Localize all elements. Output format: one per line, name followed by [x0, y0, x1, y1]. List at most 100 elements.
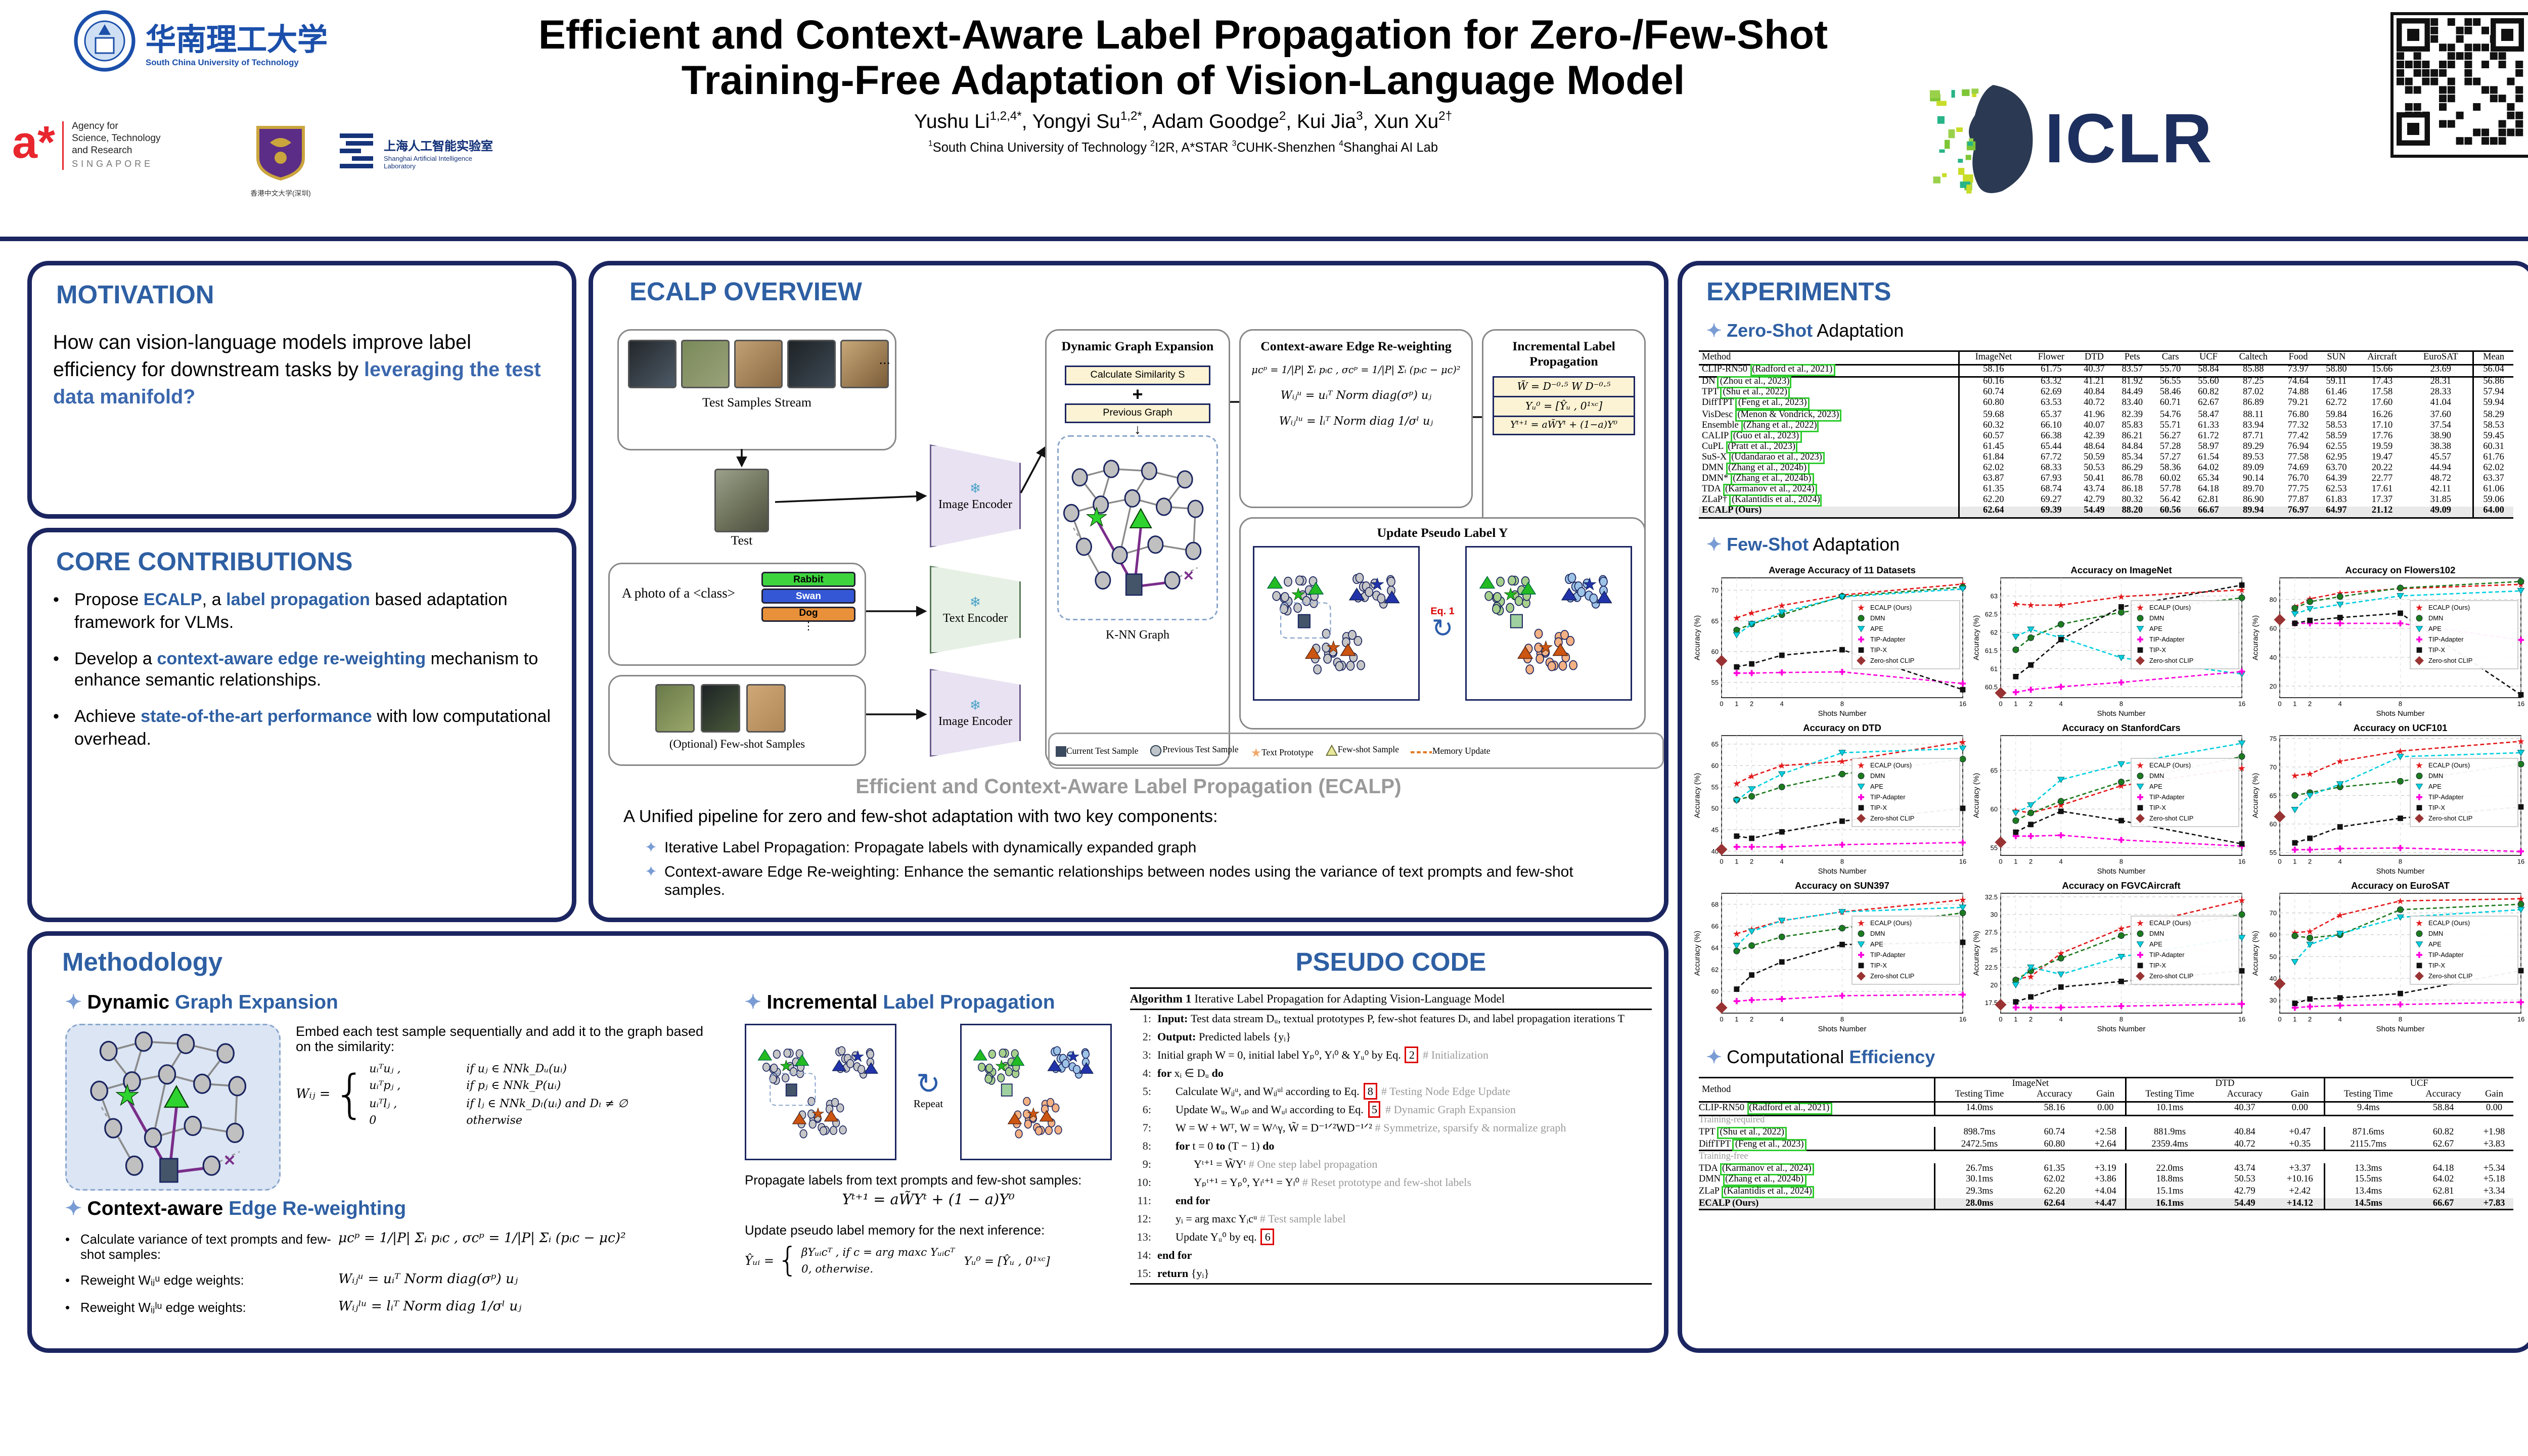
- cuhk-name: 香港中文大学(深圳): [250, 190, 311, 197]
- svg-text:Shots Number: Shots Number: [2097, 1025, 2146, 1033]
- contributions-list: •Propose ECALP, a label propagation base…: [53, 590, 554, 752]
- svg-text:60: 60: [1711, 762, 1719, 769]
- svg-text:8: 8: [2119, 857, 2123, 865]
- algorithm-title: Algorithm 1 Iterative Label Propagation …: [1130, 987, 1652, 1010]
- poster-title-line1: Efficient and Context-Aware Label Propag…: [538, 12, 1828, 58]
- contributions-box: CORE CONTRIBUTIONS •Propose ECALP, a lab…: [27, 528, 576, 922]
- svg-text:★: ★: [2238, 895, 2246, 905]
- svg-text:Accuracy (%): Accuracy (%): [2251, 931, 2260, 976]
- cer-row: •Reweight Wᵢⱼᵘ edge weights:Wᵢⱼᵘ = uᵢᵀ N…: [65, 1272, 518, 1288]
- svg-text:17.5: 17.5: [1985, 999, 1998, 1007]
- overview-heading: ECALP OVERVIEW: [629, 278, 863, 306]
- svg-text:45: 45: [1711, 826, 1719, 834]
- svg-text:1: 1: [2014, 857, 2017, 865]
- methodology-box: Methodology ✦ Dynamic Graph Expansion ✕✕…: [27, 931, 1668, 1353]
- svg-text:TIP-Adapter: TIP-Adapter: [1870, 635, 1906, 643]
- contributions-heading: CORE CONTRIBUTIONS: [56, 548, 353, 576]
- svg-text:70: 70: [2270, 909, 2277, 917]
- svg-text:1: 1: [1735, 700, 1738, 707]
- svg-text:Zero-shot CLIP: Zero-shot CLIP: [2149, 657, 2193, 664]
- svg-text:2: 2: [2308, 1015, 2312, 1023]
- svg-text:★: ★: [2136, 760, 2144, 770]
- svg-text:2: 2: [2029, 700, 2033, 707]
- sparkle-icon: ✦: [1706, 320, 1727, 341]
- svg-text:★: ★: [2306, 926, 2314, 936]
- sparkle-icon: ✦: [745, 990, 767, 1013]
- dge-title: Dynamic Graph Expansion: [1061, 338, 1214, 353]
- iclr-head-icon: [1929, 85, 2033, 194]
- stream-ellipsis: ...: [879, 352, 890, 367]
- svg-text:4: 4: [1780, 700, 1784, 707]
- svg-text:Zero-shot CLIP: Zero-shot CLIP: [2149, 814, 2193, 822]
- svg-text:16: 16: [1959, 857, 1966, 865]
- svg-text:16: 16: [1959, 1015, 1966, 1023]
- cer-panel: Context-aware Edge Re-weighting μcᵖ = 1/…: [1239, 329, 1473, 508]
- svg-text:16: 16: [2238, 700, 2245, 707]
- dge-desc: Embed each test sample sequentially and …: [296, 1024, 704, 1054]
- svg-text:TIP-Adapter: TIP-Adapter: [2428, 793, 2464, 801]
- algorithm-line: 11:end for: [1137, 1193, 1210, 1207]
- svg-text:63: 63: [1991, 592, 1998, 600]
- authors: Yushu Li1,2,4*, Yongyi Su1,2*, Adam Good…: [914, 110, 1453, 133]
- svg-text:65: 65: [1991, 766, 1998, 774]
- ilp-section: ✦ Incremental Label Propagation ★★★ ↻ Re…: [745, 990, 1112, 1280]
- down-arrow-icon: ↓: [1134, 422, 1141, 437]
- svg-text:4: 4: [2338, 1015, 2342, 1023]
- svg-text:ECALP (Ours): ECALP (Ours): [2149, 761, 2191, 769]
- svg-text:50: 50: [2270, 952, 2277, 960]
- cycle-arrows-icon: ↻: [1431, 614, 1454, 643]
- svg-text:0: 0: [1999, 857, 2002, 865]
- fewshot-label: Few-Shot Adaptation: [1727, 533, 1900, 555]
- svg-text:16: 16: [2517, 700, 2524, 707]
- svg-text:DMN: DMN: [1870, 930, 1885, 937]
- ilp-p1: Propagate labels from text prompts and f…: [745, 1172, 1082, 1188]
- contribution-item: •Develop a context-aware edge re-weighti…: [53, 650, 538, 691]
- frozen-icon: ❄: [969, 698, 981, 713]
- svg-text:Accuracy on FGVCAircraft: Accuracy on FGVCAircraft: [2062, 880, 2180, 891]
- svg-text:66: 66: [1711, 922, 1719, 930]
- svg-text:8: 8: [1840, 857, 1844, 865]
- class-chip: Dog: [761, 606, 855, 621]
- svg-text:8: 8: [2399, 700, 2402, 707]
- scut-name-en: South China University of Technology: [146, 58, 299, 68]
- svg-text:Shots Number: Shots Number: [1818, 709, 1867, 718]
- svg-text:Accuracy (%): Accuracy (%): [1693, 615, 1702, 660]
- svg-text:55: 55: [1991, 844, 1998, 851]
- svg-text:Accuracy (%): Accuracy (%): [1972, 615, 1981, 660]
- svg-text:TIP-Adapter: TIP-Adapter: [2149, 951, 2185, 959]
- cuhk-shield-icon: [256, 126, 305, 181]
- cycle-arrows-icon: ↻: [916, 1070, 940, 1102]
- svg-text:ECALP (Ours): ECALP (Ours): [1870, 919, 1912, 927]
- algorithm-line: 8:for t = 0 to (T − 1) do: [1142, 1139, 1275, 1153]
- svg-text:4: 4: [1780, 1015, 1784, 1023]
- algorithm-line: 15:return {yᵢ}: [1137, 1266, 1209, 1280]
- svg-text:TIP-X: TIP-X: [1870, 962, 1887, 969]
- algorithm-line: 12:yᵢ = arg maxc Yᵢcᵘ # Test sample labe…: [1137, 1211, 1346, 1225]
- svg-text:★: ★: [2027, 972, 2035, 982]
- svg-text:ECALP (Ours): ECALP (Ours): [1870, 761, 1912, 769]
- text-encoder-label: Text Encoder: [942, 611, 1008, 625]
- svg-text:★: ★: [2336, 910, 2344, 920]
- repeat-cycle: ↻ Repeat: [902, 1070, 954, 1110]
- ilp-f2b: Yᵤ⁰ = [Ŷᵤ , 0¹ˣᶜ]: [964, 1254, 1050, 1268]
- svg-text:16: 16: [2238, 857, 2245, 865]
- svg-text:ECALP (Ours): ECALP (Ours): [2428, 919, 2470, 927]
- svg-text:60: 60: [1991, 805, 1998, 813]
- fewshot-image: [655, 684, 695, 733]
- svg-text:Shots Number: Shots Number: [2097, 867, 2146, 876]
- svg-text:75: 75: [2270, 735, 2277, 742]
- svg-text:★: ★: [1370, 575, 1385, 593]
- ilp-f2-case2: 0, otherwise.: [801, 1261, 874, 1275]
- shlab-name-cn: 上海人工智能实验室: [384, 139, 493, 153]
- svg-text:40: 40: [2270, 975, 2277, 982]
